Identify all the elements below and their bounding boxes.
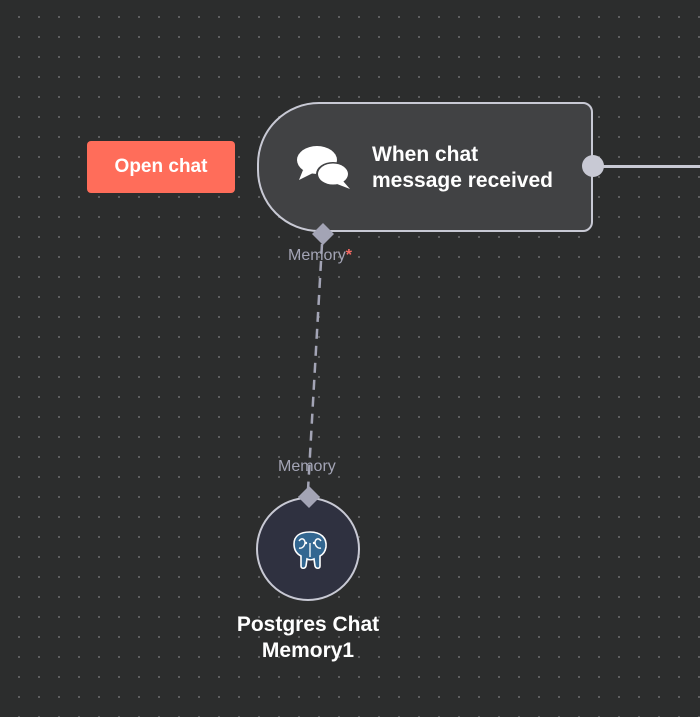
memory-node-port-label: Memory [278,458,336,475]
trigger-memory-port-handle[interactable] [311,222,335,246]
chat-trigger-node-label: When chat message received [372,142,582,194]
chat-trigger-label-line2: message received [372,169,553,192]
trigger-memory-port-text: Memory [288,247,346,264]
memory-label-line2: Memory1 [261,639,355,662]
chat-trigger-node[interactable]: When chat message received [257,102,593,232]
memory-node-port-handle[interactable] [297,485,321,509]
required-indicator: * [345,247,353,264]
chat-trigger-label-line1: When chat [372,143,479,166]
trigger-output-handle[interactable] [582,155,604,177]
postgres-chat-memory-label: Postgres Chat Memory1 [208,612,408,664]
open-chat-button[interactable]: Open chat [87,141,235,193]
postgres-elephant-icon [293,531,327,570]
memory-label-line1: Postgres Chat [236,613,380,636]
trigger-memory-port-label: Memory* [288,247,352,265]
trigger-output-connection [603,165,700,168]
open-chat-button-label: Open chat [114,156,208,177]
postgres-chat-memory-node[interactable] [256,497,360,601]
chat-bubbles-icon [297,146,350,189]
